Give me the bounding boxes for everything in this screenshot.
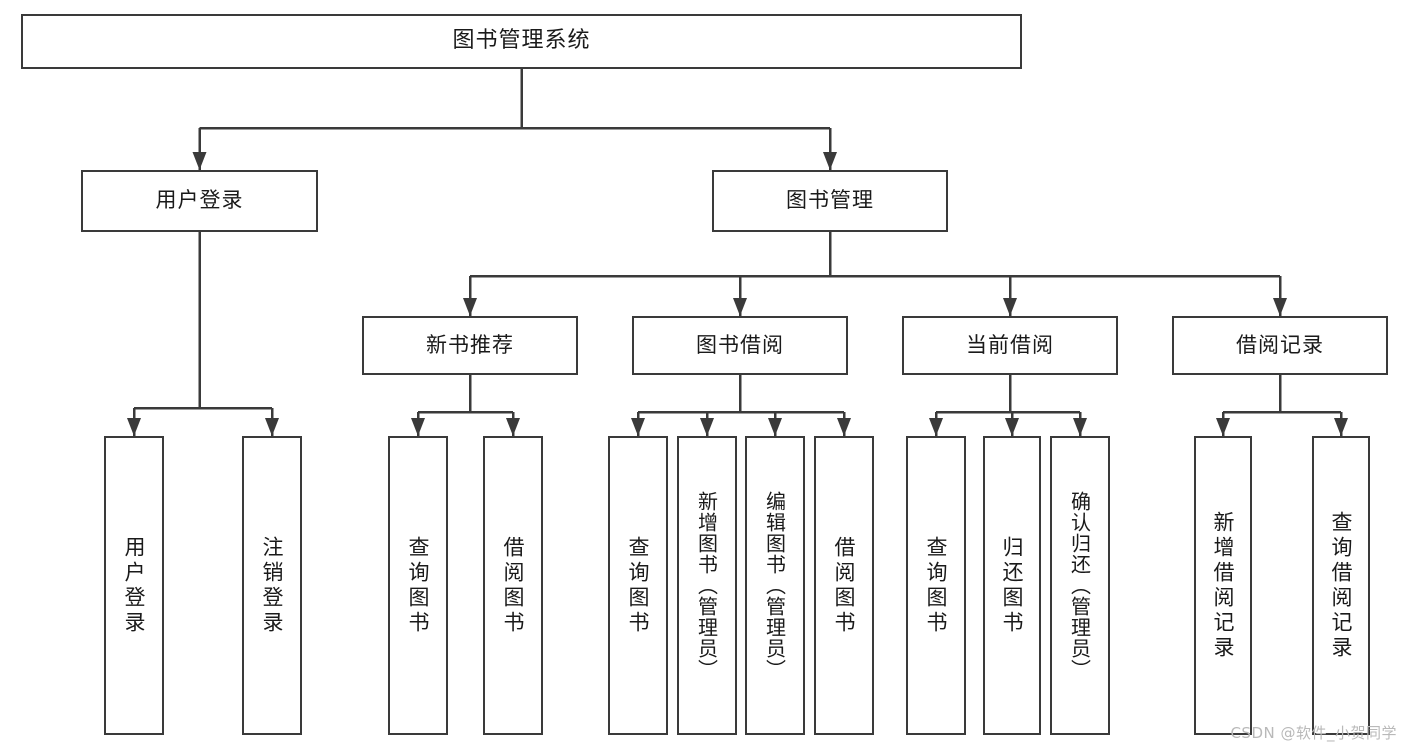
node-leaf-logout[interactable]: 注销登录 bbox=[242, 436, 302, 735]
node-root[interactable]: 图书管理系统 bbox=[21, 14, 1022, 69]
node-current-borrow[interactable]: 当前借阅 bbox=[902, 316, 1118, 375]
node-leaf-query-book-1[interactable]: 查询图书 bbox=[388, 436, 448, 735]
node-label: 归还图书 bbox=[1000, 535, 1024, 636]
node-label: 注销登录 bbox=[260, 535, 284, 636]
node-label: 查询图书 bbox=[406, 535, 430, 636]
node-leaf-borrow-book-2[interactable]: 借阅图书 bbox=[814, 436, 874, 735]
node-label: 借阅图书 bbox=[832, 535, 856, 636]
node-leaf-user-login[interactable]: 用户登录 bbox=[104, 436, 164, 735]
node-label: 借阅记录 bbox=[1236, 332, 1324, 357]
node-label: 确认归还（管理员） bbox=[1067, 491, 1092, 680]
node-new-book-rec[interactable]: 新书推荐 bbox=[362, 316, 578, 375]
node-leaf-return-book[interactable]: 归还图书 bbox=[983, 436, 1041, 735]
node-borrow-record[interactable]: 借阅记录 bbox=[1172, 316, 1388, 375]
node-label: 用户登录 bbox=[122, 535, 146, 636]
node-leaf-add-book[interactable]: 新增图书（管理员） bbox=[677, 436, 737, 735]
watermark-text: CSDN @软件_小贺同学 bbox=[1230, 724, 1397, 742]
node-leaf-edit-book[interactable]: 编辑图书（管理员） bbox=[745, 436, 805, 735]
node-label: 用户登录 bbox=[155, 188, 244, 213]
node-label: 图书管理系统 bbox=[452, 28, 591, 54]
node-leaf-query-book-3[interactable]: 查询图书 bbox=[906, 436, 966, 735]
node-label: 新增图书（管理员） bbox=[694, 491, 719, 680]
node-leaf-confirm-return[interactable]: 确认归还（管理员） bbox=[1050, 436, 1110, 735]
node-label: 当前借阅 bbox=[966, 332, 1054, 357]
node-label: 编辑图书（管理员） bbox=[762, 491, 787, 680]
node-label: 查询图书 bbox=[924, 535, 948, 636]
node-leaf-add-record[interactable]: 新增借阅记录 bbox=[1194, 436, 1252, 735]
node-leaf-query-record[interactable]: 查询借阅记录 bbox=[1312, 436, 1370, 735]
node-label: 图书借阅 bbox=[696, 332, 784, 357]
node-user-login[interactable]: 用户登录 bbox=[81, 170, 318, 232]
node-book-manage[interactable]: 图书管理 bbox=[712, 170, 948, 232]
node-label: 查询图书 bbox=[626, 535, 650, 636]
node-leaf-borrow-book-1[interactable]: 借阅图书 bbox=[483, 436, 543, 735]
node-label: 新书推荐 bbox=[426, 332, 514, 357]
node-label: 借阅图书 bbox=[501, 535, 525, 636]
node-book-borrow[interactable]: 图书借阅 bbox=[632, 316, 848, 375]
node-label: 查询借阅记录 bbox=[1329, 510, 1353, 661]
node-label: 图书管理 bbox=[786, 188, 874, 213]
node-leaf-query-book-2[interactable]: 查询图书 bbox=[608, 436, 668, 735]
node-label: 新增借阅记录 bbox=[1211, 510, 1235, 661]
